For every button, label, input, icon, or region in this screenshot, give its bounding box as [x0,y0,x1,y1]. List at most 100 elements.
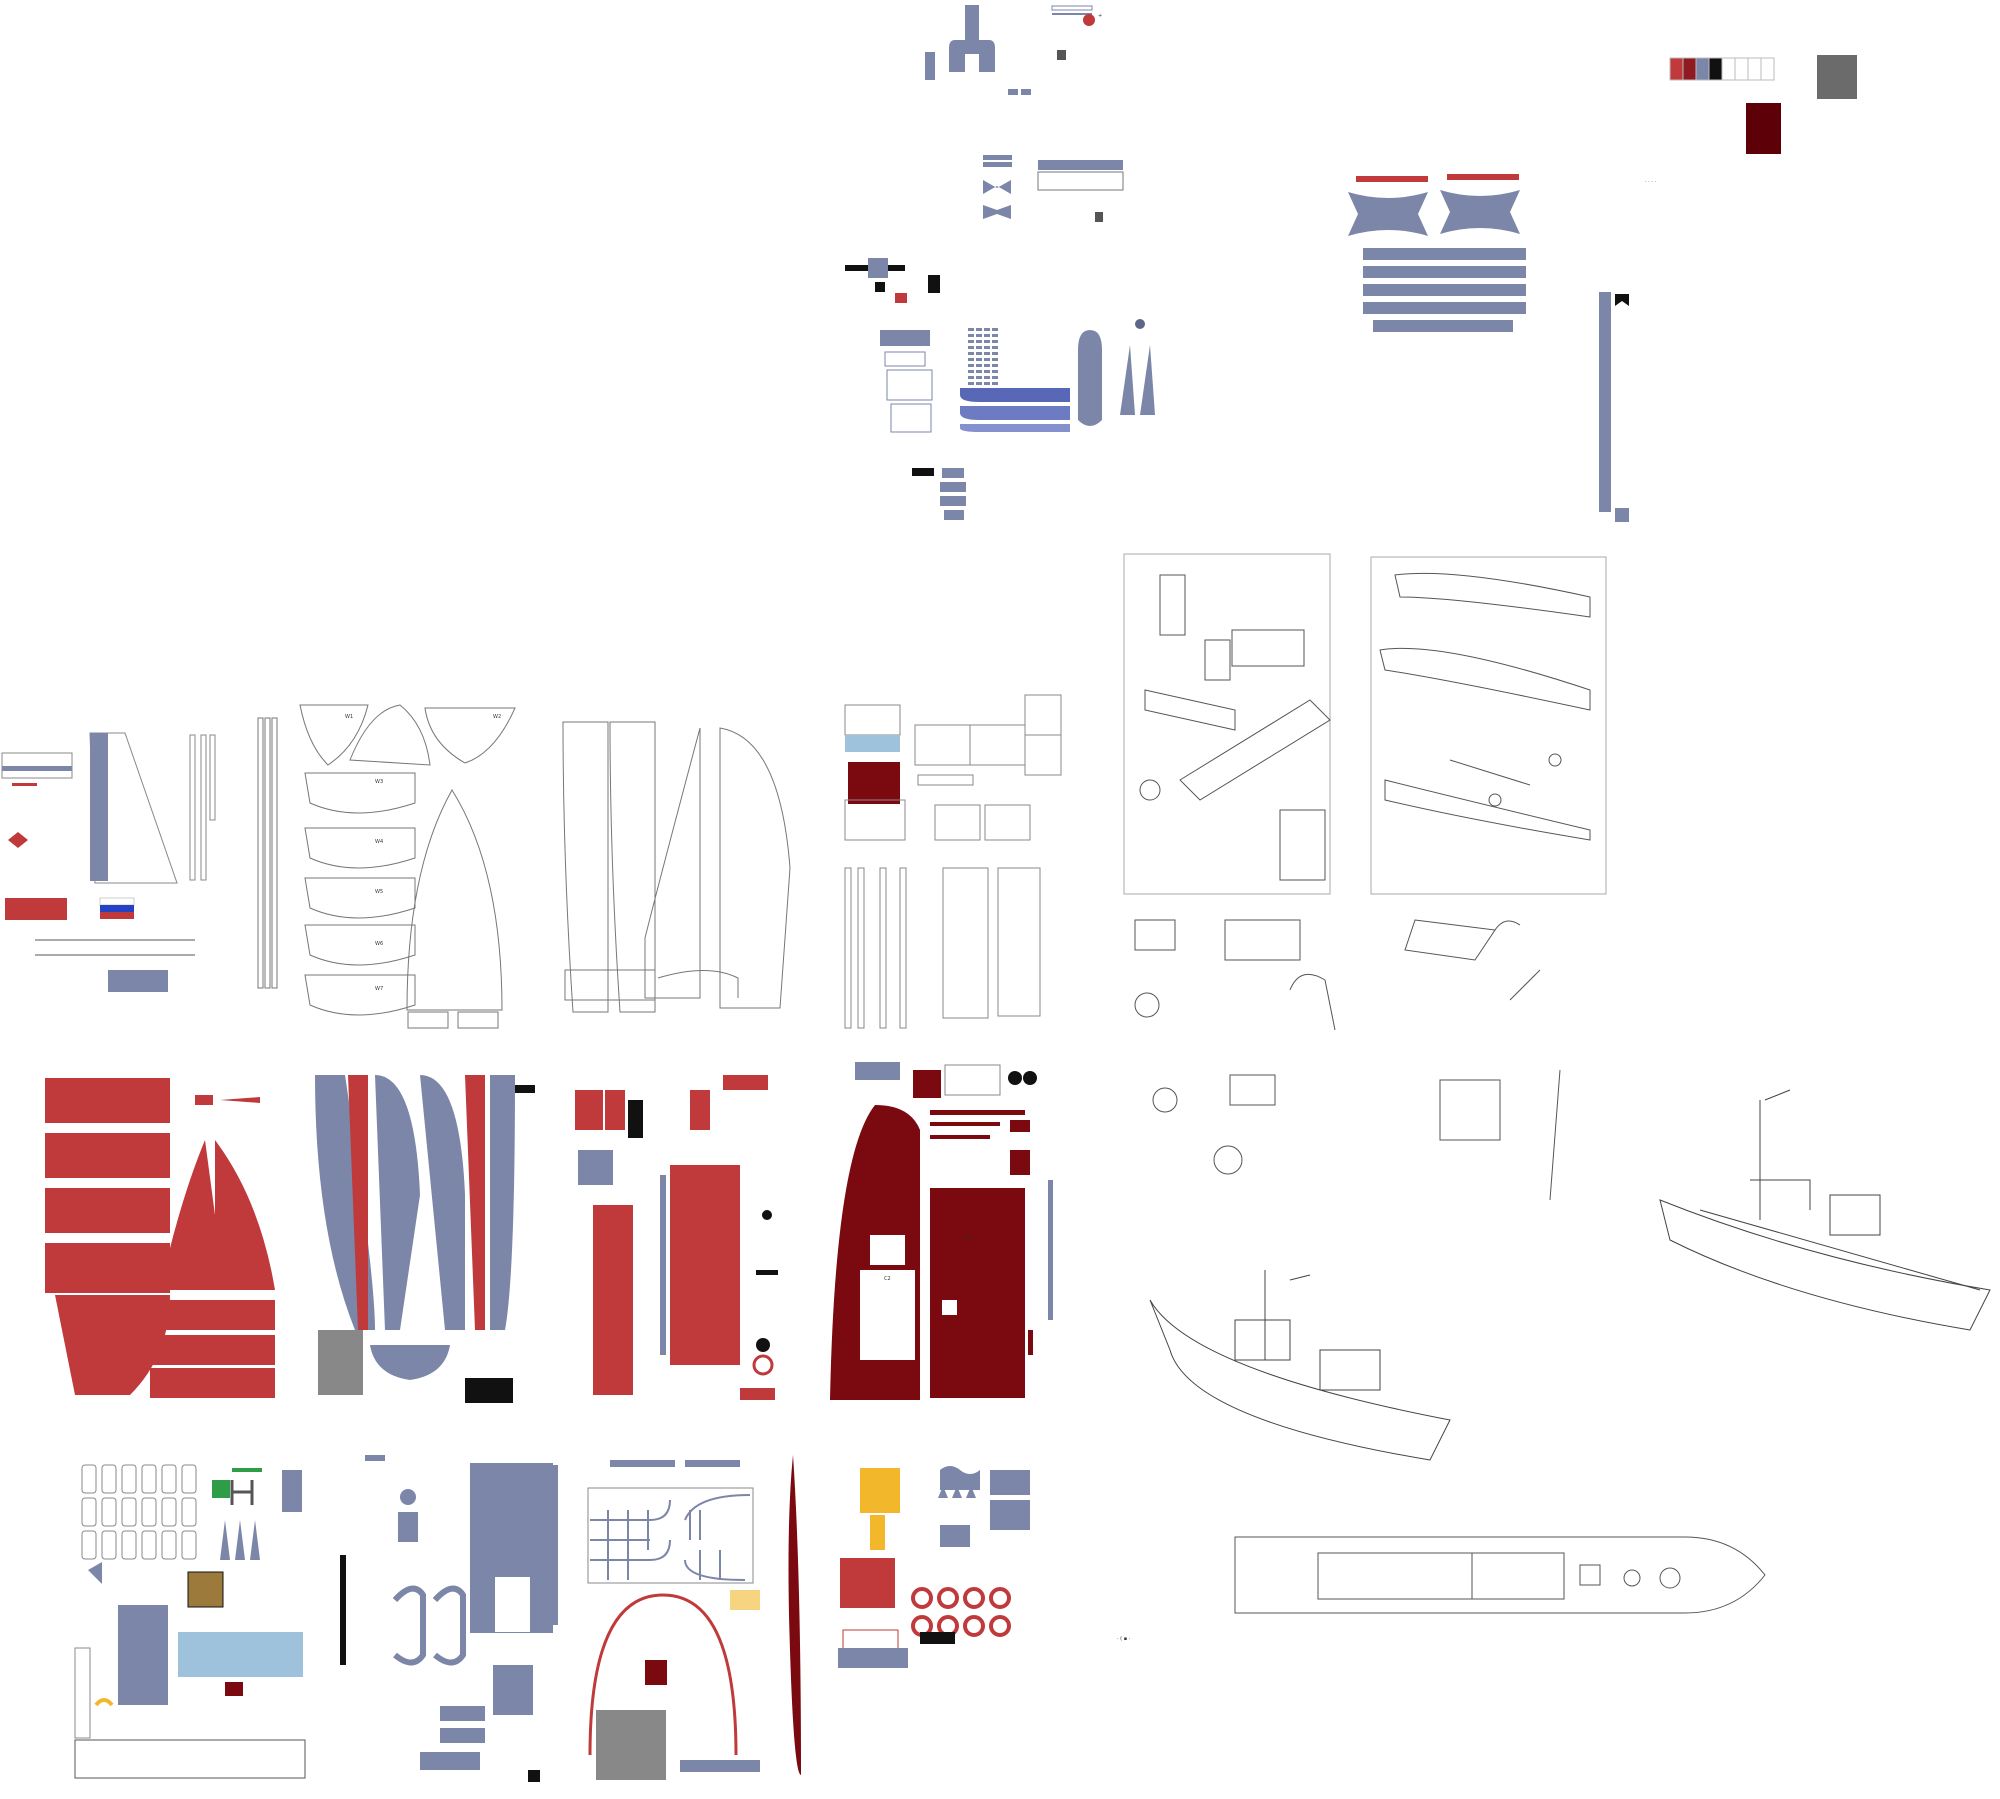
lifebuoy-ring [963,1587,985,1609]
window-frame [161,1497,177,1527]
tiny-part [976,376,982,379]
russian-flag [99,897,135,919]
window-frame [161,1464,177,1494]
boat-hull-strip-3 [960,424,1070,432]
tiny-part [992,364,998,367]
lifebuoy-ring [963,1615,985,1637]
sheet-slate-deck [340,1455,558,1782]
sheet-detail-parts [575,1075,778,1400]
boat-hull-strip-2 [960,406,1070,420]
svg-text:C2: C2 [884,1276,891,1282]
tiny-parts-grid [968,328,998,385]
assembly-diagram-group [1134,919,1561,1201]
window-frame [101,1464,117,1494]
sheet-lifebuoys-and-details [838,1466,1030,1668]
tiny-part [976,340,982,343]
svg-text:· · · ·: · · · · [1645,179,1657,185]
color-swatch [1747,57,1762,81]
tiny-part [976,346,982,349]
svg-text:W2: W2 [493,714,501,720]
sheet-flags-and-misc [1,732,216,992]
small-tab-part-2 [1021,89,1031,95]
long-red-blade [788,1455,801,1775]
svg-text:C1: C1 [965,1236,972,1242]
lifebuoy-ring [989,1615,1011,1637]
window-frame [181,1464,197,1494]
window-frame [181,1530,197,1560]
window-grid [81,1464,197,1560]
lifebuoy-ring [989,1587,1011,1609]
color-swatch [1708,57,1723,81]
window-frame [81,1464,97,1494]
color-swatch [1682,57,1697,81]
tiny-part [984,334,990,337]
window-frame [121,1530,137,1560]
tiny-part [976,328,982,331]
deck-plan-outline [1234,1536,1766,1614]
window-frame [161,1530,177,1560]
svg-text:W3: W3 [375,779,383,785]
tiny-part [984,370,990,373]
color-swatch [1760,57,1775,81]
lifebuoy-ring [937,1587,959,1609]
tiny-part [992,352,998,355]
oar-part-2 [1140,345,1155,415]
svg-text:W7: W7 [375,986,383,992]
window-frame [121,1464,137,1494]
tiny-part [992,346,998,349]
tiny-part [976,382,982,385]
tiny-part [968,352,974,355]
tiny-part [992,358,998,361]
window-frame [81,1497,97,1527]
tiny-part [992,340,998,343]
tiny-part [968,346,974,349]
tiny-part [968,328,974,331]
red-arch [588,1593,738,1756]
tiny-part [968,382,974,385]
ladder-strip [1051,5,1093,11]
window-frame [121,1497,137,1527]
sheet-red-hull-plates [45,1078,275,1398]
lifebuoy-rings [911,1587,1011,1637]
sheet-cabin-parts [844,694,1062,1029]
oar-part-1 [1120,345,1135,415]
color-swatch [1734,57,1749,81]
tiny-part [992,334,998,337]
tiny-part [992,370,998,373]
sheet-deck-plates [830,1062,1053,1400]
tiny-part [968,376,974,379]
tiny-part [968,364,974,367]
svg-text:W5: W5 [375,889,383,895]
color-swatch [1669,57,1684,81]
boat-bow-part [1078,330,1102,426]
tiny-part [984,352,990,355]
tiny-part [984,358,990,361]
tiny-part [976,370,982,373]
window-frame [141,1464,157,1494]
tiny-part [968,340,974,343]
soviet-flag [5,898,67,920]
sheet-hull-sides [562,721,791,1013]
color-swatch [1721,57,1736,81]
maroon-swatch [1746,103,1781,154]
side-tab-part [925,52,935,80]
svg-text:· ( ▪ ·: · ( ▪ · [1117,1636,1131,1642]
tiny-part [968,334,974,337]
t-shaped-part [949,5,995,72]
tiny-part [984,382,990,385]
window-frame [181,1497,197,1527]
ship-perspective-1 [1659,1089,1991,1331]
sheet-hull-frames [257,704,516,1029]
top-part-cluster: + [925,5,1102,95]
tiny-part [976,364,982,367]
tiny-part [984,364,990,367]
tiny-part [976,334,982,337]
sheet-hull-frames-labels: W1 W2 W3 W4 W5 W6 W7 [345,714,501,992]
window-frame [141,1530,157,1560]
window-frame [101,1497,117,1527]
window-frame [101,1530,117,1560]
instruction-box-2 [1370,556,1607,895]
tiny-part [992,382,998,385]
tiny-part [976,358,982,361]
